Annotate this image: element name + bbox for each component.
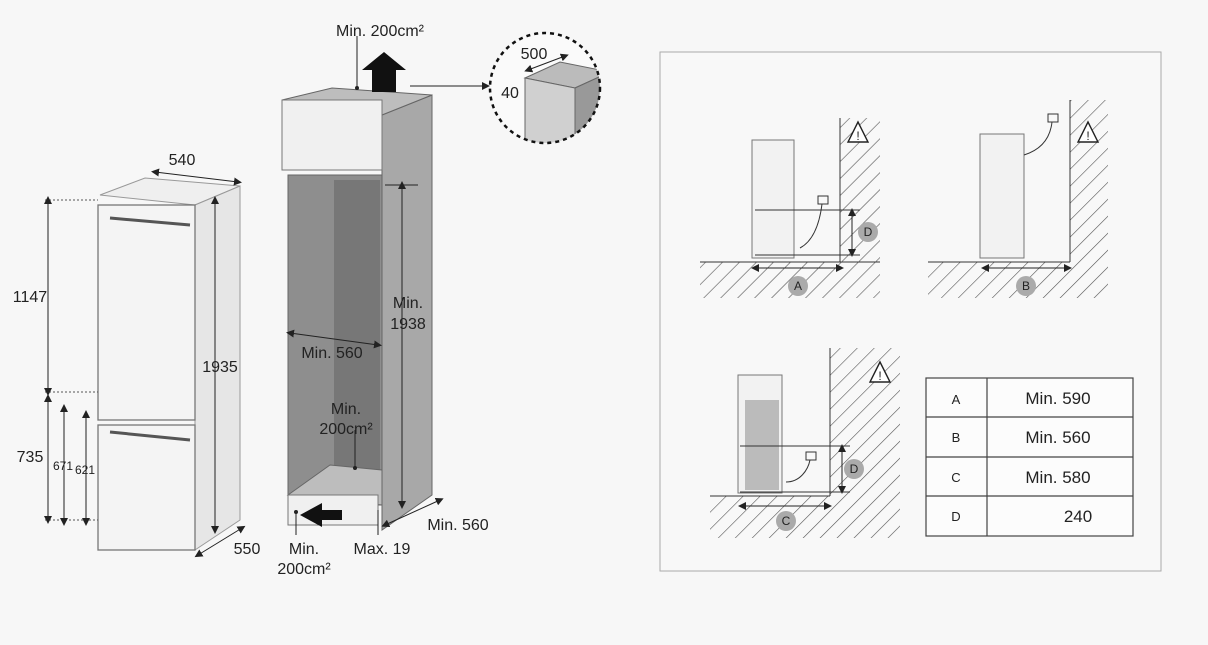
table-row-key: D xyxy=(951,509,960,524)
vent-top-label: Min. 200cm² xyxy=(336,23,425,40)
lower-door-label: 735 xyxy=(17,449,44,466)
detail-40-label: 40 xyxy=(501,85,519,102)
table-row-value: Min. 580 xyxy=(1025,468,1090,487)
table-row-value: Min. 560 xyxy=(1025,428,1090,447)
table-row-key: B xyxy=(952,430,961,445)
scheme-c: ! xyxy=(710,348,900,538)
table-row-key: C xyxy=(951,470,960,485)
table-row-value: Min. 590 xyxy=(1025,389,1090,408)
scheme-a-letter: A xyxy=(794,279,802,293)
vent-bottom-line1: Min. xyxy=(289,541,319,558)
gap-max-label: Max. 19 xyxy=(354,541,411,558)
cabinet-depth-label: Min. 560 xyxy=(427,517,488,534)
fridge-drawing xyxy=(44,168,246,558)
warning-icon: ! xyxy=(856,129,859,143)
vent-bottom-line2: 200cm² xyxy=(277,561,331,578)
warning-icon: ! xyxy=(1086,129,1089,143)
dimensions-table xyxy=(925,377,1134,537)
cabinet-height-value: 1938 xyxy=(390,316,426,333)
table-row-key: A xyxy=(952,392,961,407)
scheme-a: ! xyxy=(700,118,880,298)
scheme-b-letter: B xyxy=(1022,279,1030,293)
vent-back-line2: 200cm² xyxy=(319,421,373,438)
scheme-b: ! xyxy=(928,100,1108,298)
cabinet-drawing xyxy=(281,36,490,535)
dim-621-label: 621 xyxy=(75,463,95,477)
table-row-value: 240 xyxy=(1064,507,1092,526)
vent-back-line1: Min. xyxy=(331,401,361,418)
cabinet-height-text: Min. xyxy=(393,295,423,312)
upper-door-label: 1147 xyxy=(13,289,48,306)
fridge-height-label: 1935 xyxy=(202,359,238,376)
scheme-c-d-letter: D xyxy=(850,462,859,476)
detail-500-label: 500 xyxy=(521,46,548,63)
fridge-width-label: 540 xyxy=(169,152,196,169)
inner-width-label: Min. 560 xyxy=(301,345,362,362)
fridge-depth-label: 550 xyxy=(234,541,261,558)
scheme-a-d-letter: D xyxy=(864,225,873,239)
dim-671-label: 671 xyxy=(53,459,73,473)
scheme-c-letter: C xyxy=(782,514,791,528)
warning-icon: ! xyxy=(878,369,881,383)
